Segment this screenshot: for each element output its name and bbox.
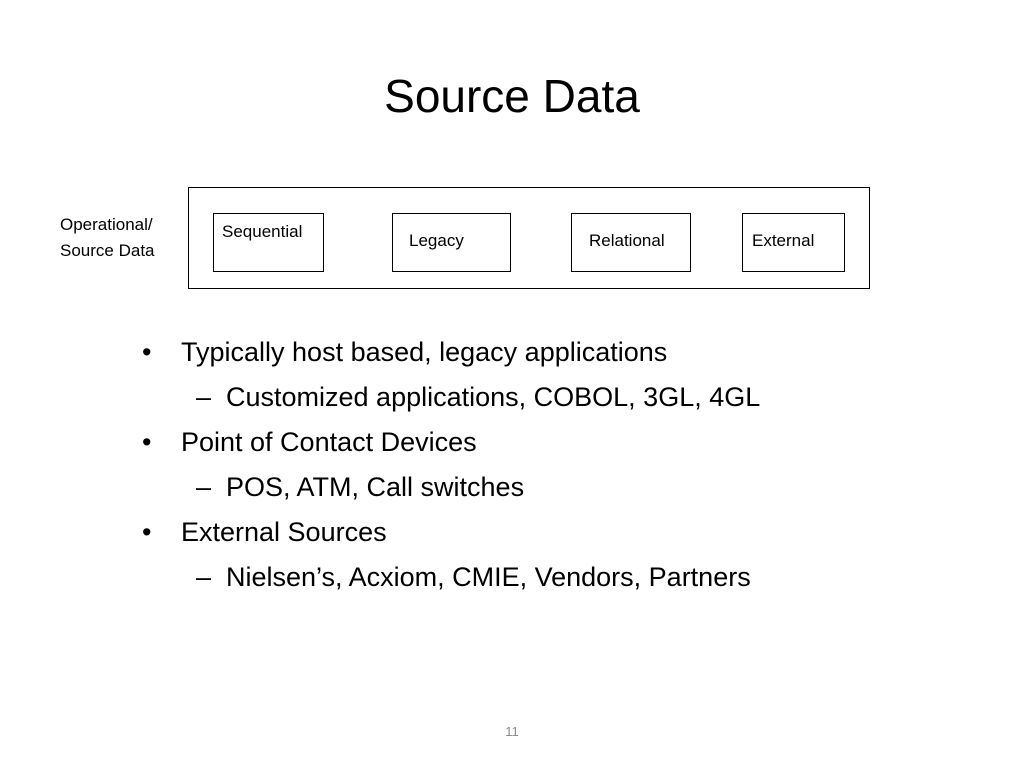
legacy-box: Legacy xyxy=(392,213,511,272)
bullet-text: Typically host based, legacy application… xyxy=(181,337,668,367)
sub-bullet-marker: – xyxy=(196,472,212,502)
source-label-line: Operational/ xyxy=(60,215,153,234)
external-box: External xyxy=(742,213,845,272)
sub-bullet-text: Customized applications, COBOL, 3GL, 4GL xyxy=(226,382,761,412)
sub-bullet-item: – POS, ATM, Call switches xyxy=(140,465,760,510)
sub-bullet-item: – Customized applications, COBOL, 3GL, 4… xyxy=(140,375,760,420)
bullet-text: Point of Contact Devices xyxy=(181,427,477,457)
relational-box: Relational xyxy=(571,213,691,272)
sub-bullet-item: – Nielsen’s, Acxiom, CMIE, Vendors, Part… xyxy=(140,555,760,600)
page-number: 11 xyxy=(505,724,519,739)
source-label-line: Source Data xyxy=(60,241,155,260)
external-box-label: External xyxy=(752,231,815,250)
sub-bullet-marker: – xyxy=(196,562,212,592)
bullet-item: • Point of Contact Devices xyxy=(140,420,760,465)
sub-bullet-marker: – xyxy=(196,382,212,412)
relational-box-label: Relational xyxy=(589,231,665,250)
source-systems-frame xyxy=(188,187,870,289)
legacy-box-label: Legacy xyxy=(409,231,464,250)
bullet-text: External Sources xyxy=(181,517,387,547)
slide-title: Source Data xyxy=(384,70,640,122)
bullet-list: • Typically host based, legacy applicati… xyxy=(140,330,760,600)
sequential-box-label: Sequential xyxy=(222,222,303,241)
bullet-marker: • xyxy=(142,517,152,547)
sequential-box: Sequential xyxy=(213,213,324,272)
sub-bullet-text: POS, ATM, Call switches xyxy=(226,472,525,502)
bullet-item: • Typically host based, legacy applicati… xyxy=(140,330,760,375)
bullet-item: • External Sources xyxy=(140,510,760,555)
source-label: Operational/ Source Data xyxy=(60,212,155,264)
sub-bullet-text: Nielsen’s, Acxiom, CMIE, Vendors, Partne… xyxy=(226,562,751,592)
bullet-marker: • xyxy=(142,427,152,457)
bullet-marker: • xyxy=(142,337,152,367)
